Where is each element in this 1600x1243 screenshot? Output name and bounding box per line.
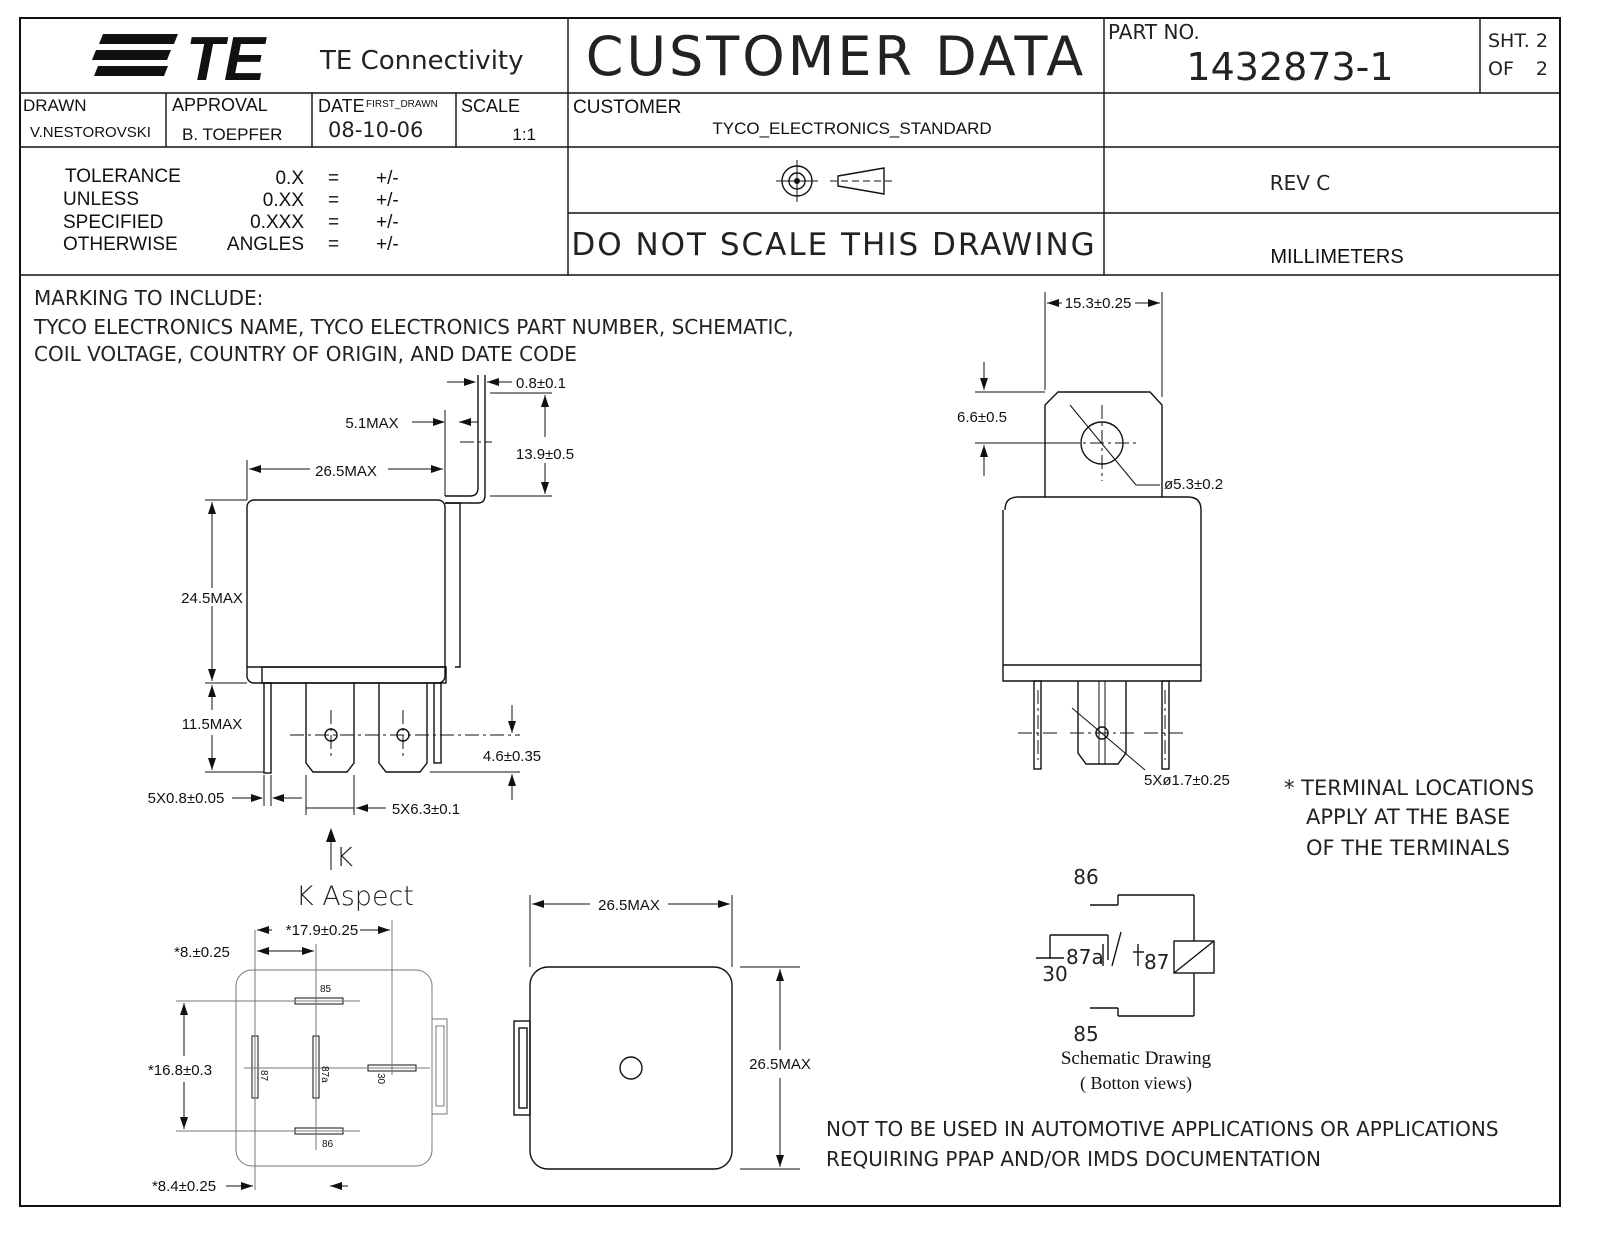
front-view — [205, 375, 552, 870]
dim-front-width: 26.5MAX — [315, 463, 377, 480]
terminal-note-line-1: * TERMINAL LOCATIONS — [1284, 776, 1534, 800]
revision: REV C — [1270, 171, 1331, 195]
sheet-total: 2 — [1536, 58, 1548, 80]
tolerance-key-2: 0.XX — [263, 190, 305, 211]
tolerance-eq-3: = — [328, 212, 339, 233]
date-sub-label: FIRST_DRAWN — [366, 99, 438, 110]
dim-tab-height: 13.9±0.5 — [516, 446, 574, 463]
units: MILLIMETERS — [1270, 246, 1403, 268]
bottom-terminal-87: 87 — [258, 1070, 269, 1082]
schematic-terminal-85: 85 — [1073, 1022, 1098, 1046]
drawn-label: DRAWN — [23, 96, 87, 115]
dim-terminal-width: 5X6.3±0.1 — [392, 801, 460, 818]
part-number: 1432873-1 — [1186, 45, 1393, 89]
tolerance-eq-1: = — [328, 168, 339, 189]
view-arrow-letter: K — [336, 843, 353, 873]
dim-bottom-y1: *16.8±0.3 — [148, 1062, 212, 1079]
approved-by: B. TOEPFER — [182, 125, 282, 144]
bottom-terminal-87a: 87a — [319, 1066, 330, 1083]
dim-terminal-hole-dia: 5Xø1.7±0.25 — [1144, 772, 1230, 789]
dim-terminal-length: 11.5MAX — [182, 716, 243, 733]
approval-label: APPROVAL — [172, 95, 268, 115]
customer-label: CUSTOMER — [573, 97, 681, 118]
automotive-note-line-2: REQUIRING PPAP AND/OR IMDS DOCUMENTATION — [826, 1147, 1321, 1171]
top-view — [513, 895, 800, 1170]
tolerance-word-4: OTHERWISE — [63, 234, 178, 255]
sheet-number: 2 — [1536, 30, 1548, 52]
schematic-sub-caption: ( Botton views) — [1080, 1073, 1192, 1094]
terminal-note-line-2: APPLY AT THE BASE — [1306, 805, 1510, 829]
view-aspect-label: K Aspect — [296, 881, 414, 912]
dim-top-height: 26.5MAX — [749, 1056, 811, 1073]
dim-body-height: 24.5MAX — [181, 590, 243, 607]
scale-note: DO NOT SCALE THIS DRAWING — [571, 227, 1096, 263]
company-name: TE Connectivity — [319, 46, 524, 76]
date-value: 08-10-06 — [328, 118, 423, 142]
dim-tab-hole-dia: ø5.3±0.2 — [1164, 476, 1223, 493]
tolerance-key-4: ANGLES — [227, 234, 304, 255]
sheet-label: SHT. — [1488, 30, 1530, 52]
bottom-view — [176, 920, 448, 1190]
tolerance-eq-2: = — [328, 190, 339, 211]
terminal-note-line-3: OF THE TERMINALS — [1306, 836, 1510, 860]
third-angle-projection-icon — [776, 160, 892, 202]
dim-bottom-x2: *8.±0.25 — [174, 944, 230, 961]
schematic-terminal-87: 87 — [1144, 950, 1169, 974]
tolerance-key-1: 0.X — [275, 168, 304, 189]
dim-tab-hole-pos: 6.6±0.5 — [957, 409, 1007, 426]
te-logo: TE — [92, 25, 267, 94]
scale-label: SCALE — [461, 96, 520, 116]
marking-line-1: TYCO ELECTRONICS NAME, TYCO ELECTRONICS … — [33, 315, 794, 339]
schematic-terminal-30: 30 — [1042, 962, 1067, 986]
dim-tab-width: 15.3±0.25 — [1065, 295, 1132, 312]
logo-wordmark: TE — [186, 25, 267, 94]
tolerance-word-1: TOLERANCE — [65, 166, 181, 187]
dim-bottom-x3: *8.4±0.25 — [152, 1178, 216, 1195]
tolerance-block: TOLERANCE UNLESS SPECIFIED OTHERWISE 0.X… — [63, 166, 399, 255]
part-no-label: PART NO. — [1108, 20, 1200, 44]
schematic-terminal-87a: 87a — [1066, 945, 1104, 969]
tolerance-word-2: UNLESS — [63, 189, 139, 210]
dim-bottom-x1: *17.9±0.25 — [286, 922, 358, 939]
document-title: CUSTOMER DATA — [586, 25, 1087, 88]
tolerance-val-3: +/- — [376, 212, 399, 233]
dim-terminal-thickness: 5X0.8±0.05 — [148, 790, 225, 807]
bottom-terminal-30: 30 — [375, 1073, 386, 1085]
tolerance-val-4: +/- — [376, 234, 399, 255]
tolerance-val-2: +/- — [376, 190, 399, 211]
automotive-note-line-1: NOT TO BE USED IN AUTOMOTIVE APPLICATION… — [826, 1117, 1499, 1141]
dim-hole-from-tip: 4.6±0.35 — [483, 748, 541, 765]
bottom-terminal-86: 86 — [322, 1139, 334, 1150]
schematic-caption: Schematic Drawing — [1061, 1048, 1212, 1069]
dim-top-width: 26.5MAX — [598, 897, 660, 914]
relay-schematic — [1036, 894, 1215, 1017]
side-view — [975, 292, 1202, 771]
tolerance-val-1: +/- — [376, 168, 399, 189]
tolerance-word-3: SPECIFIED — [63, 212, 163, 233]
tolerance-key-3: 0.XXX — [250, 212, 304, 233]
drawn-by: V.NESTOROVSKI — [30, 124, 151, 141]
tolerance-eq-4: = — [328, 234, 339, 255]
of-label: OF — [1488, 58, 1514, 80]
schematic-terminal-86: 86 — [1073, 865, 1098, 889]
date-label: DATE — [318, 96, 365, 116]
bottom-terminal-85: 85 — [320, 984, 332, 995]
dim-tab-offset: 5.1MAX — [345, 415, 398, 432]
customer-value: TYCO_ELECTRONICS_STANDARD — [712, 119, 991, 138]
scale-value: 1:1 — [512, 125, 536, 144]
dim-tab-thickness: 0.8±0.1 — [516, 375, 566, 392]
marking-title: MARKING TO INCLUDE: — [34, 286, 263, 310]
marking-line-2: COIL VOLTAGE, COUNTRY OF ORIGIN, AND DAT… — [34, 342, 577, 366]
title-block — [19, 17, 1561, 1207]
